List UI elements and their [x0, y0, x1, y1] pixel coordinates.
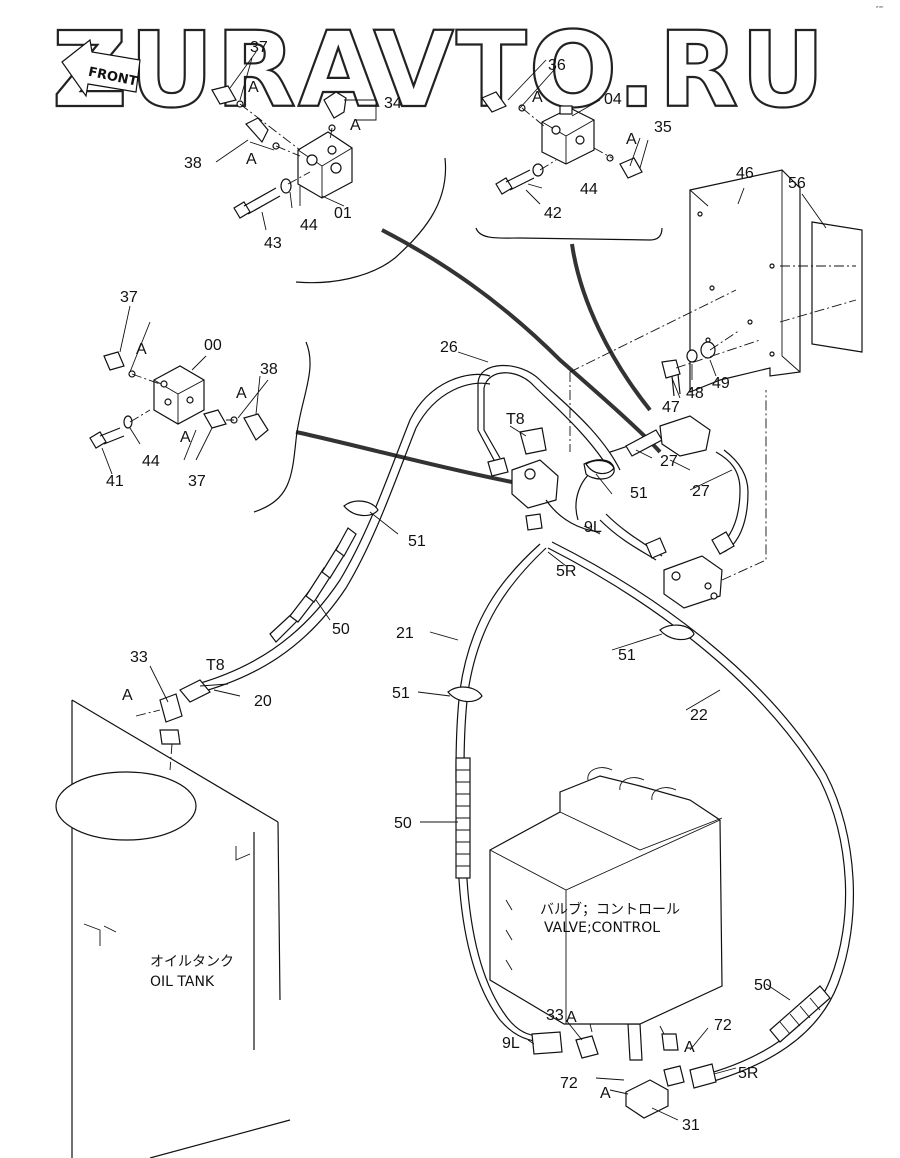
callout-37b: 37: [120, 289, 138, 306]
callout-50b: 50: [394, 815, 412, 832]
callout-43: 43: [264, 235, 282, 252]
callout-33b: 33: [546, 1007, 564, 1024]
tank-caption-en: OIL TANK: [150, 974, 215, 990]
callout-56: 56: [788, 175, 806, 192]
callout-27b: 27: [692, 483, 710, 500]
callout-a10: A: [566, 1009, 577, 1026]
callout-5rb: 5R: [738, 1065, 758, 1082]
spring-guard-50a: [269, 527, 357, 643]
callout-34: 34: [384, 95, 402, 112]
callout-36: 36: [548, 57, 566, 74]
detail-view-block-01: [211, 85, 447, 284]
callout-a4: A: [532, 89, 543, 106]
callout-37a: 37: [250, 39, 268, 56]
callout-27a: 27: [660, 453, 678, 470]
callout-9lb: 9L: [502, 1035, 520, 1052]
tank-caption-jp: オイルタンク: [150, 954, 234, 970]
callout-a1: A: [248, 79, 259, 96]
callout-26: 26: [440, 339, 458, 356]
callout-22: 22: [690, 707, 708, 724]
callout-31: 31: [682, 1117, 700, 1134]
callout-38a: 38: [184, 155, 202, 172]
callout-41: 41: [106, 473, 124, 490]
callout-04: 04: [604, 91, 622, 108]
callout-a11: A: [684, 1039, 695, 1056]
callout-a3: A: [246, 151, 257, 168]
oil-tank: [55, 699, 291, 1158]
callout-a9: A: [122, 687, 133, 704]
callout-t8a: T8: [506, 411, 525, 428]
valve-caption-jp: バルブ；コントロール: [540, 901, 680, 918]
callout-50a: 50: [332, 621, 350, 638]
callout-33a: 33: [130, 649, 148, 666]
callout-00: 00: [204, 337, 222, 354]
callout-20: 20: [254, 693, 272, 710]
callout-49: 49: [712, 375, 730, 392]
callout-35: 35: [654, 119, 672, 136]
callout-42: 42: [544, 205, 562, 222]
callout-51d: 51: [618, 647, 636, 664]
valve-caption-en: VALVE;CONTROL: [544, 920, 660, 936]
front-arrow-icon: FRONT: [61, 38, 141, 98]
callout-a12: A: [600, 1085, 611, 1102]
callout-72b: 72: [560, 1075, 578, 1092]
callout-a8: A: [180, 429, 191, 446]
callout-9la: 9L: [584, 519, 602, 536]
control-valve-body: [489, 767, 723, 1025]
callout-47: 47: [662, 399, 680, 416]
callout-51c: 51: [392, 685, 410, 702]
callout-37c: 37: [188, 473, 206, 490]
hose-routing: [135, 289, 854, 1119]
callout-72a: 72: [714, 1017, 732, 1034]
callout-a2: A: [350, 117, 361, 134]
callout-21: 21: [396, 625, 414, 642]
detail-view-block-04: [475, 91, 663, 241]
callout-50c: 50: [754, 977, 772, 994]
watermark: ZURAVTO.RU: [52, 9, 827, 131]
bracket-plate-46: [689, 169, 863, 393]
callout-44b: 44: [580, 181, 598, 198]
callout-51a: 51: [630, 485, 648, 502]
detail-view-block-00: [89, 341, 311, 513]
callout-46: 46: [736, 165, 754, 182]
callout-a5: A: [626, 131, 637, 148]
callout-a6: A: [136, 341, 147, 358]
callout-labels: 37 A 34 A 38 A 43 44 01 36 A 04 35 A 44 …: [106, 39, 806, 1134]
callout-48: 48: [686, 385, 704, 402]
callout-38b: 38: [260, 361, 278, 378]
callout-44a: 44: [300, 217, 318, 234]
callout-t8b: T8: [206, 657, 225, 674]
callout-5ra: 5R: [556, 563, 576, 580]
corner-mark: ᵐᵐ: [876, 5, 884, 12]
callout-44c: 44: [142, 453, 160, 470]
callout-01: 01: [334, 205, 352, 222]
callout-a7: A: [236, 385, 247, 402]
callout-51b: 51: [408, 533, 426, 550]
